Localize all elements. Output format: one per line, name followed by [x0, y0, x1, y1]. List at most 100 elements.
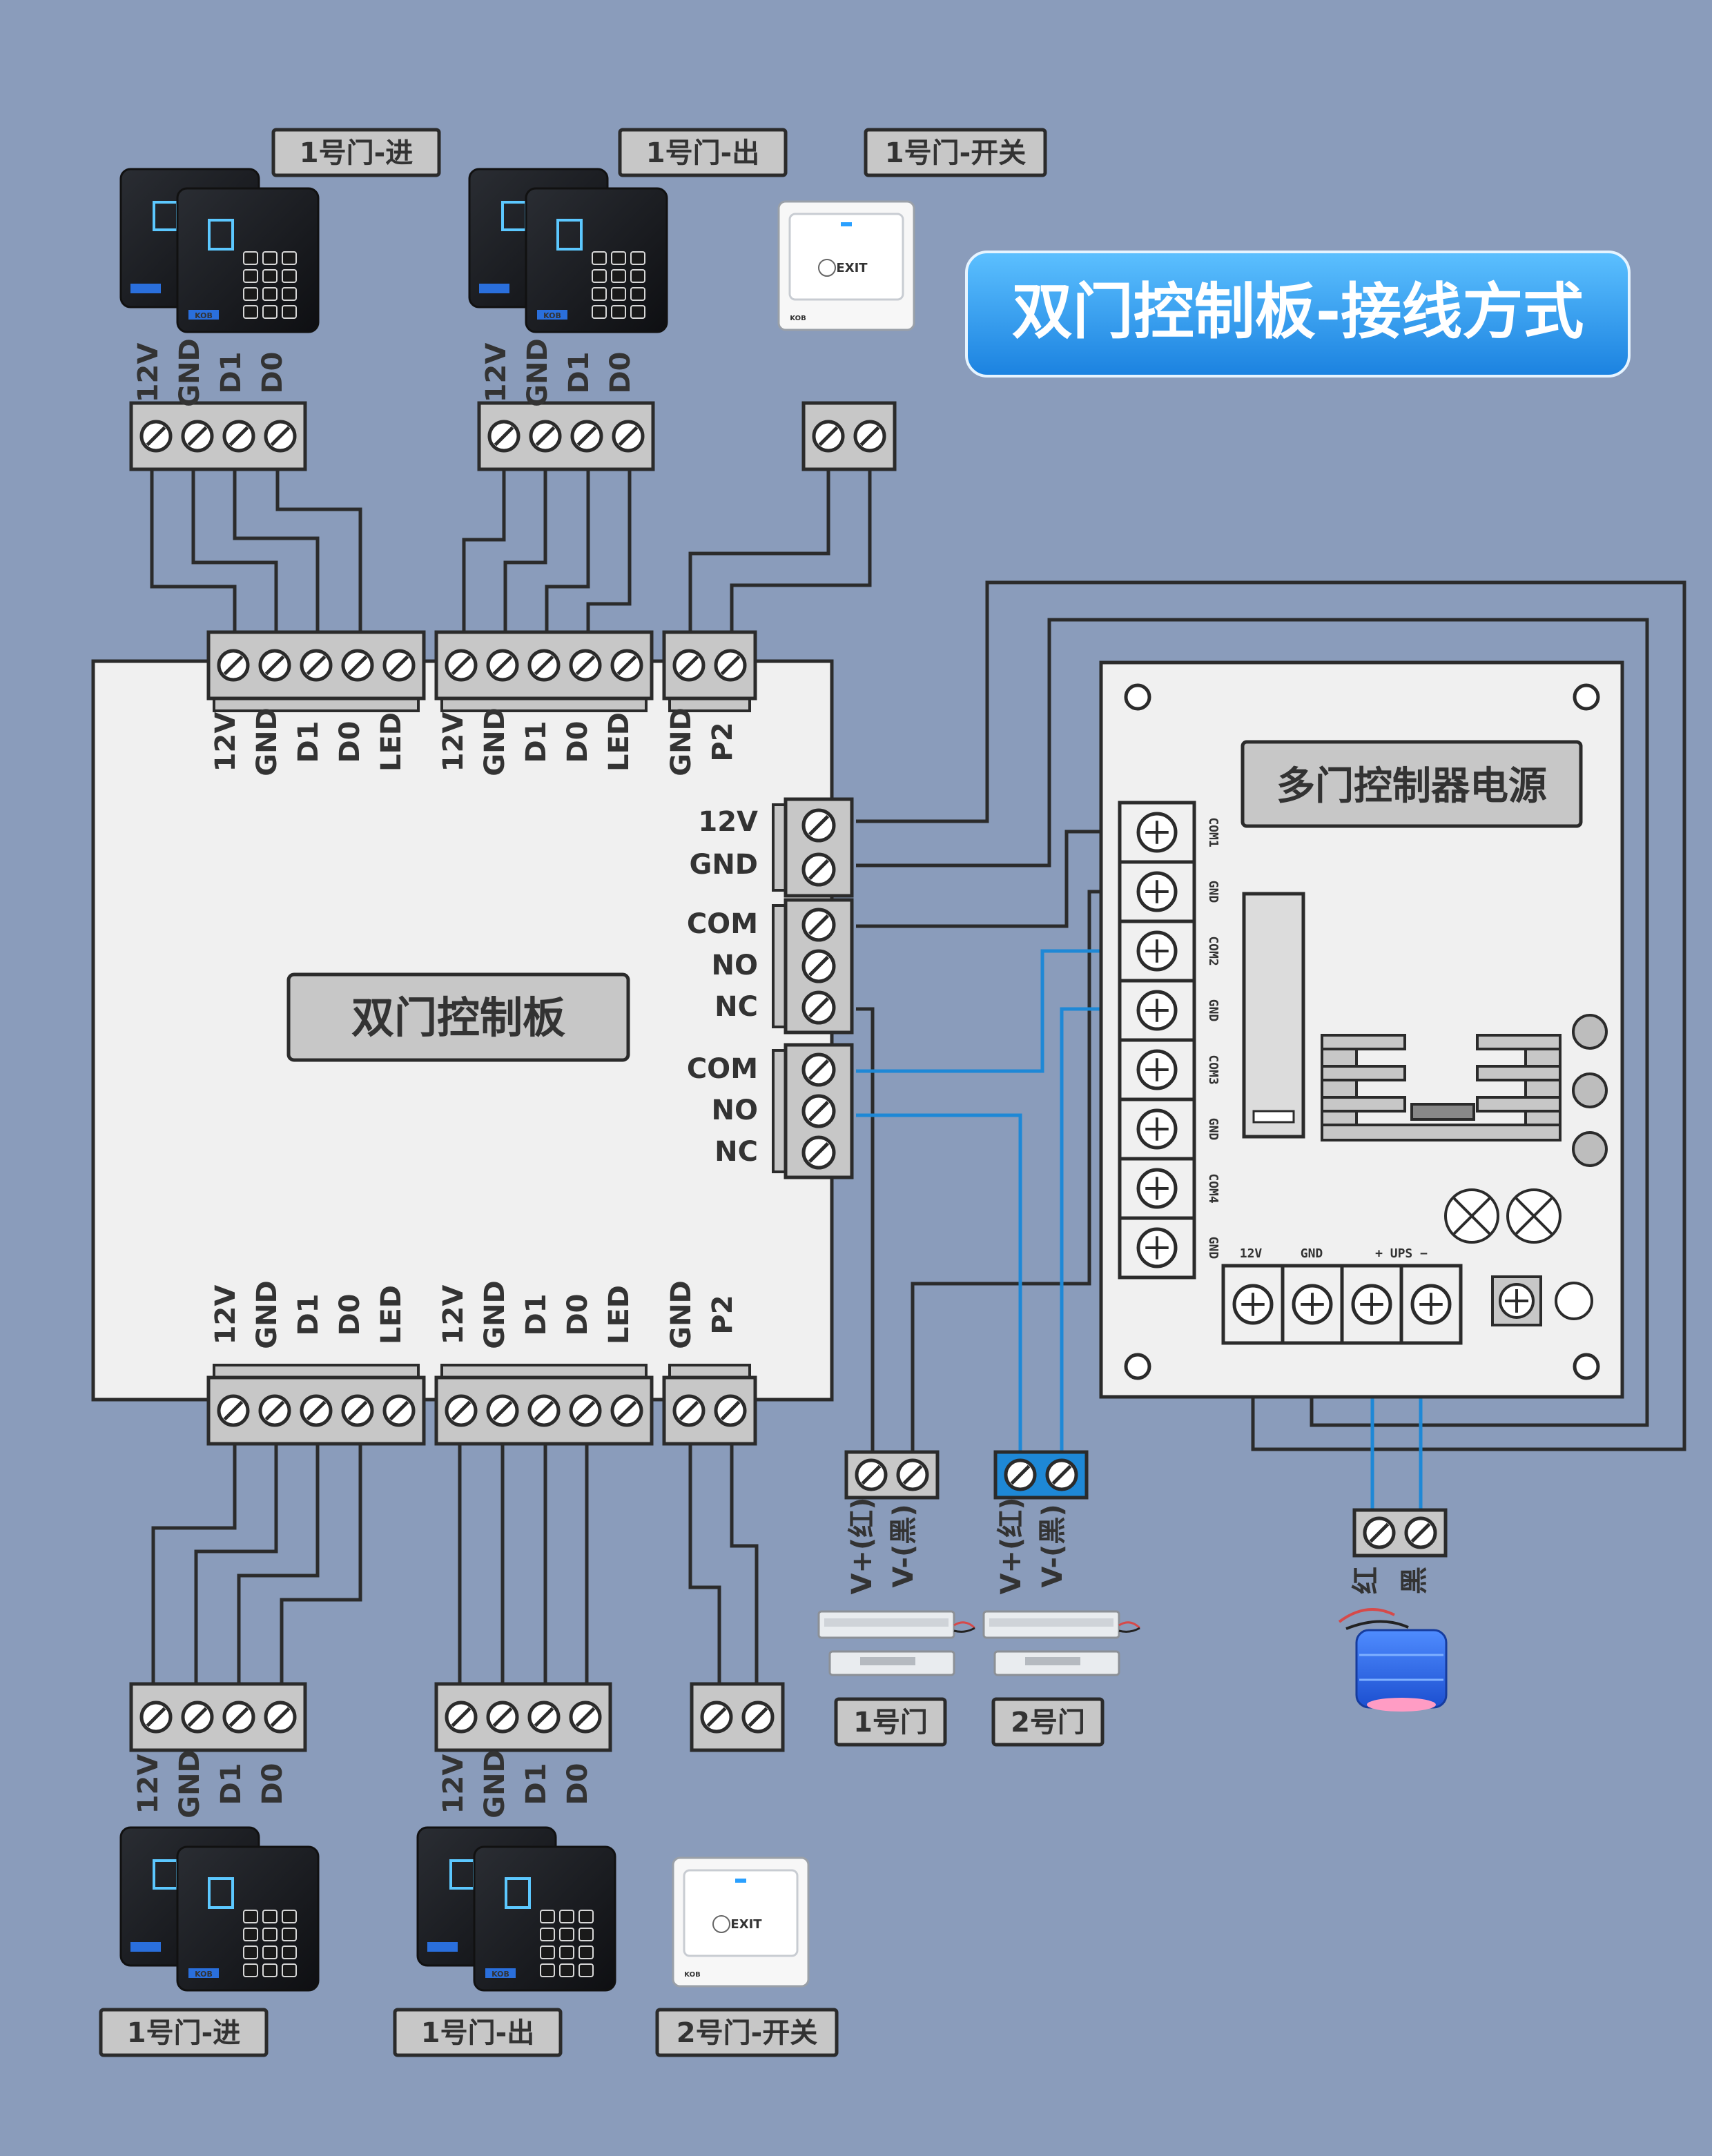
pin-label: GND [689, 849, 758, 881]
mount-hole [1573, 683, 1600, 711]
psu-side-pin-label: GND [1206, 1118, 1220, 1141]
tag-lock2-text: 2号门 [1011, 1707, 1085, 1738]
psu-bottom-pin-label: 12V [1240, 1246, 1263, 1261]
psu-bottom-pin-label: + UPS − [1375, 1246, 1428, 1261]
board-reader3-terminal [206, 1364, 426, 1446]
pin-label: GND [522, 338, 554, 407]
reader2-out-terminal [434, 1682, 612, 1752]
board-button2-terminal [662, 1364, 757, 1446]
brand-label: KOB [195, 311, 213, 320]
wires [150, 464, 1686, 1689]
psu-bottom-pin-label: GND [1301, 1246, 1323, 1261]
psu-bottom-terminal: 12V GND + UPS − [1221, 1246, 1463, 1345]
psu-side-pin-label: COM1 [1206, 817, 1220, 847]
pin-label: GND [251, 1280, 283, 1349]
power-supply-board: 多门控制器电源 COM1 [1099, 660, 1624, 1399]
brand-label: KOB [684, 1971, 700, 1979]
pin-label: D0 [257, 351, 289, 393]
button2-terminal [690, 1682, 785, 1752]
lock1-terminal [844, 1450, 940, 1500]
pin-label: NC [714, 991, 758, 1023]
pin-label: V+(红) [995, 1497, 1027, 1594]
tag-door1-in-top: 1号门-进 [271, 128, 441, 177]
pin-label: LED [376, 1285, 407, 1344]
pin-label: D0 [334, 721, 366, 763]
mount-hole [1124, 1353, 1151, 1380]
reader-door1-out-top: KOB [468, 168, 668, 333]
pin-label: LED [603, 712, 635, 772]
tag-door1-switch: 1号门-开关 [864, 128, 1047, 177]
pin-label: D0 [562, 1763, 594, 1805]
tag-door1-in-bottom: 1号门-进 [99, 2008, 269, 2057]
psu-side-pin-label: GND [1206, 881, 1220, 903]
pin-label: GND [174, 338, 206, 407]
page-title: 双门控制板-接线方式 [1012, 276, 1584, 347]
maglock-door1 [817, 1610, 976, 1676]
pin-label: P2 [707, 1295, 739, 1334]
tag-lock2: 2号门 [991, 1697, 1105, 1747]
tag-lock1-text: 1号门 [853, 1707, 928, 1738]
mount-hole [1573, 1353, 1600, 1380]
pin-label: 黑 [1399, 1567, 1430, 1594]
reader2-in-terminal [129, 1682, 307, 1752]
pin-label: GND [479, 1280, 511, 1349]
tag-door2-switch-text: 2号门-开关 [677, 2017, 817, 2049]
pin-label: D0 [562, 1293, 594, 1335]
pin-label: GND [251, 707, 283, 776]
pin-label: LED [603, 1285, 635, 1344]
pin-label: D1 [215, 1763, 247, 1805]
lock2-terminal [993, 1450, 1089, 1500]
brand-label: KOB [790, 315, 806, 322]
pin-label: D0 [257, 1763, 289, 1805]
psu-aux-screw [1491, 1275, 1593, 1326]
pin-label: GND [479, 1750, 511, 1819]
reader-door1-in-top: KOB [119, 168, 320, 333]
pin-label: V-(黑) [1037, 1504, 1069, 1587]
indicator-led [1572, 1072, 1608, 1108]
potentiometer [1444, 1188, 1562, 1244]
reader1-out-terminal [477, 401, 655, 471]
pin-label: 12V [438, 1285, 469, 1345]
button1-terminal [801, 401, 897, 471]
pin-label: D1 [521, 1293, 552, 1335]
reader-door1-in-bottom: KOB [119, 1826, 320, 1992]
pin-label: V-(黑) [888, 1504, 920, 1587]
pin-label: 12V [438, 712, 469, 772]
pin-label: LED [376, 712, 407, 772]
board-power-terminal [772, 797, 854, 898]
heatsink [1321, 1034, 1562, 1141]
exit-button-door2: EXIT KOB [672, 1856, 810, 1988]
brand-label: KOB [543, 311, 561, 320]
tag-door2-switch: 2号门-开关 [655, 2008, 839, 2057]
power-label: 多门控制器电源 [1276, 764, 1547, 809]
pin-label: 12V [480, 343, 512, 403]
pin-label: GND [174, 1750, 206, 1819]
pin-label: 12V [133, 1754, 164, 1814]
board-label: 双门控制板 [351, 992, 565, 1043]
pin-label: D0 [562, 721, 594, 763]
pin-label: 12V [210, 1285, 242, 1345]
tag-door1-switch-text: 1号门-开关 [885, 137, 1026, 169]
pin-label: P2 [707, 722, 739, 761]
tag-door1-in-bottom-text: 1号门-进 [127, 2017, 240, 2049]
reader-door1-out-bottom: KOB [416, 1826, 616, 1992]
board-button1-terminal [662, 630, 757, 712]
pin-label: D0 [605, 351, 636, 393]
mount-hole [1124, 683, 1151, 711]
pin-label: 12V [438, 1754, 469, 1814]
board-reader4-terminal [434, 1364, 654, 1446]
pin-label: NC [714, 1136, 758, 1168]
pin-label: COM [687, 1053, 758, 1085]
title-banner: 双门控制板-接线方式 [965, 251, 1631, 378]
psu-side-pin-label: GND [1206, 1237, 1220, 1260]
brand-label: KOB [195, 1970, 213, 1979]
pin-label: D1 [293, 721, 324, 763]
tag-door1-out-bottom: 1号门-出 [393, 2008, 563, 2057]
exit-label: EXIT [730, 1917, 762, 1932]
tag-lock1: 1号门 [834, 1697, 947, 1747]
reader1-in-terminal [129, 401, 307, 471]
